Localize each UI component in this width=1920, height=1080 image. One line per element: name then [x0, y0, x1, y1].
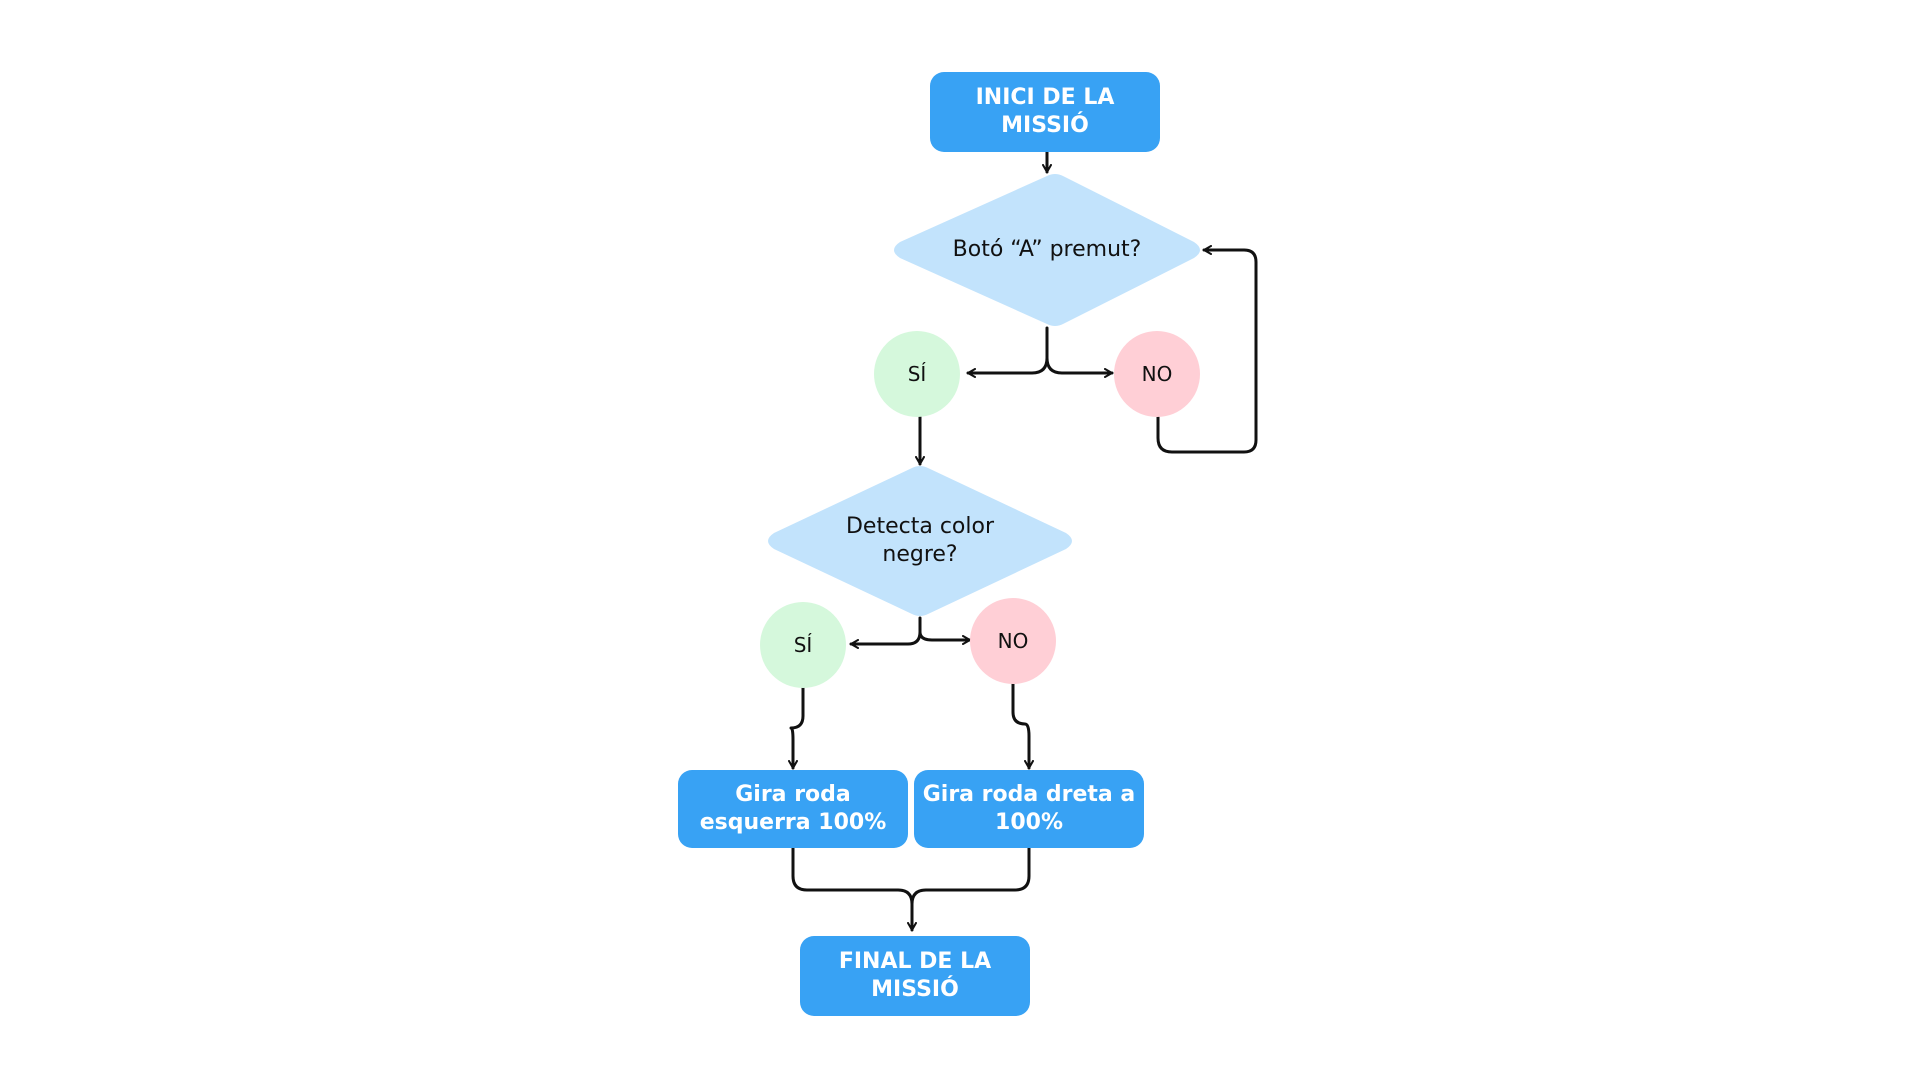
decision-button-label: Botó “A” premut?	[952, 237, 1142, 262]
decision-button-pressed: Botó “A” premut?	[888, 172, 1206, 328]
start-node: INICI DE LA MISSIÓ	[930, 72, 1160, 152]
left-action-label: Gira roda esquerra 100%	[699, 782, 887, 835]
yes-label-1: SÍ	[907, 362, 927, 386]
decision-diamond-shape-2	[768, 466, 1072, 616]
no-label-2: NO	[997, 629, 1029, 653]
decision-color-label: Detecta color negre?	[845, 514, 994, 567]
decision-detect-color: Detecta color negre?	[762, 464, 1078, 618]
right-wheel-action: Gira roda dreta a 100%	[914, 770, 1144, 848]
no-circle-1: NO	[1114, 331, 1200, 417]
decision-diamond-shape	[894, 174, 1200, 326]
yes-label-2: SÍ	[793, 633, 813, 657]
end-node: FINAL DE LA MISSIÓ	[800, 936, 1030, 1016]
connector-yes-to-left-action	[788, 686, 805, 770]
yes-circle-1: SÍ	[874, 331, 960, 417]
connector-left-action-to-end	[791, 844, 917, 932]
connector-decision1-to-yes	[966, 326, 1049, 378]
no-circle-2: NO	[970, 598, 1056, 684]
left-wheel-action: Gira roda esquerra 100%	[678, 770, 908, 848]
connector-decision1-to-no	[1045, 356, 1114, 378]
right-action-label: Gira roda dreta a 100%	[922, 782, 1136, 835]
start-label: INICI DE LA MISSIÓ	[975, 85, 1115, 138]
no-label-1: NO	[1141, 362, 1173, 386]
connector-no-to-right-action	[1011, 682, 1034, 770]
end-label: FINAL DE LA MISSIÓ	[838, 949, 992, 1002]
yes-circle-2: SÍ	[760, 602, 846, 688]
connector-decision2-to-no	[918, 630, 972, 645]
connector-decision2-to-yes	[849, 616, 922, 649]
connector-right-action-to-end	[910, 844, 1031, 906]
